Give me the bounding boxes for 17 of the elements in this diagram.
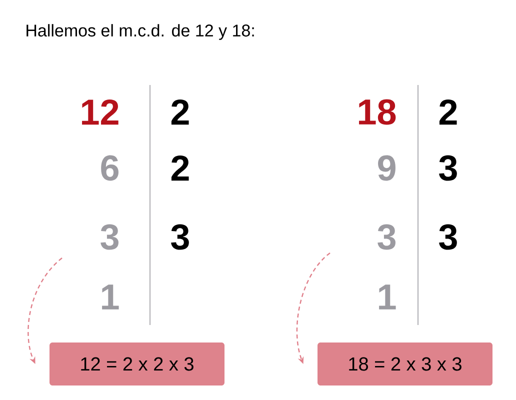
number: 1 — [379, 284, 396, 310]
number: 18 — [359, 99, 396, 125]
number: 1 — [102, 284, 119, 310]
result-box: 18 = 2 x 3 x 3 — [318, 342, 492, 386]
result-box: 12 = 2 x 2 x 3 — [50, 342, 224, 386]
number: 2 — [439, 99, 457, 125]
number: 3 — [439, 155, 457, 181]
number: 3 — [439, 224, 457, 250]
number: 12 — [82, 99, 118, 125]
number: 6 — [101, 155, 118, 181]
number: 2 — [171, 155, 189, 181]
number: 3 — [378, 224, 396, 250]
number: 2 — [171, 99, 189, 125]
title: Hallemos el m.c.d. de 12 y 18: — [26, 24, 254, 40]
number: 3 — [171, 224, 189, 250]
number: 3 — [100, 224, 118, 250]
number: 9 — [378, 155, 396, 181]
